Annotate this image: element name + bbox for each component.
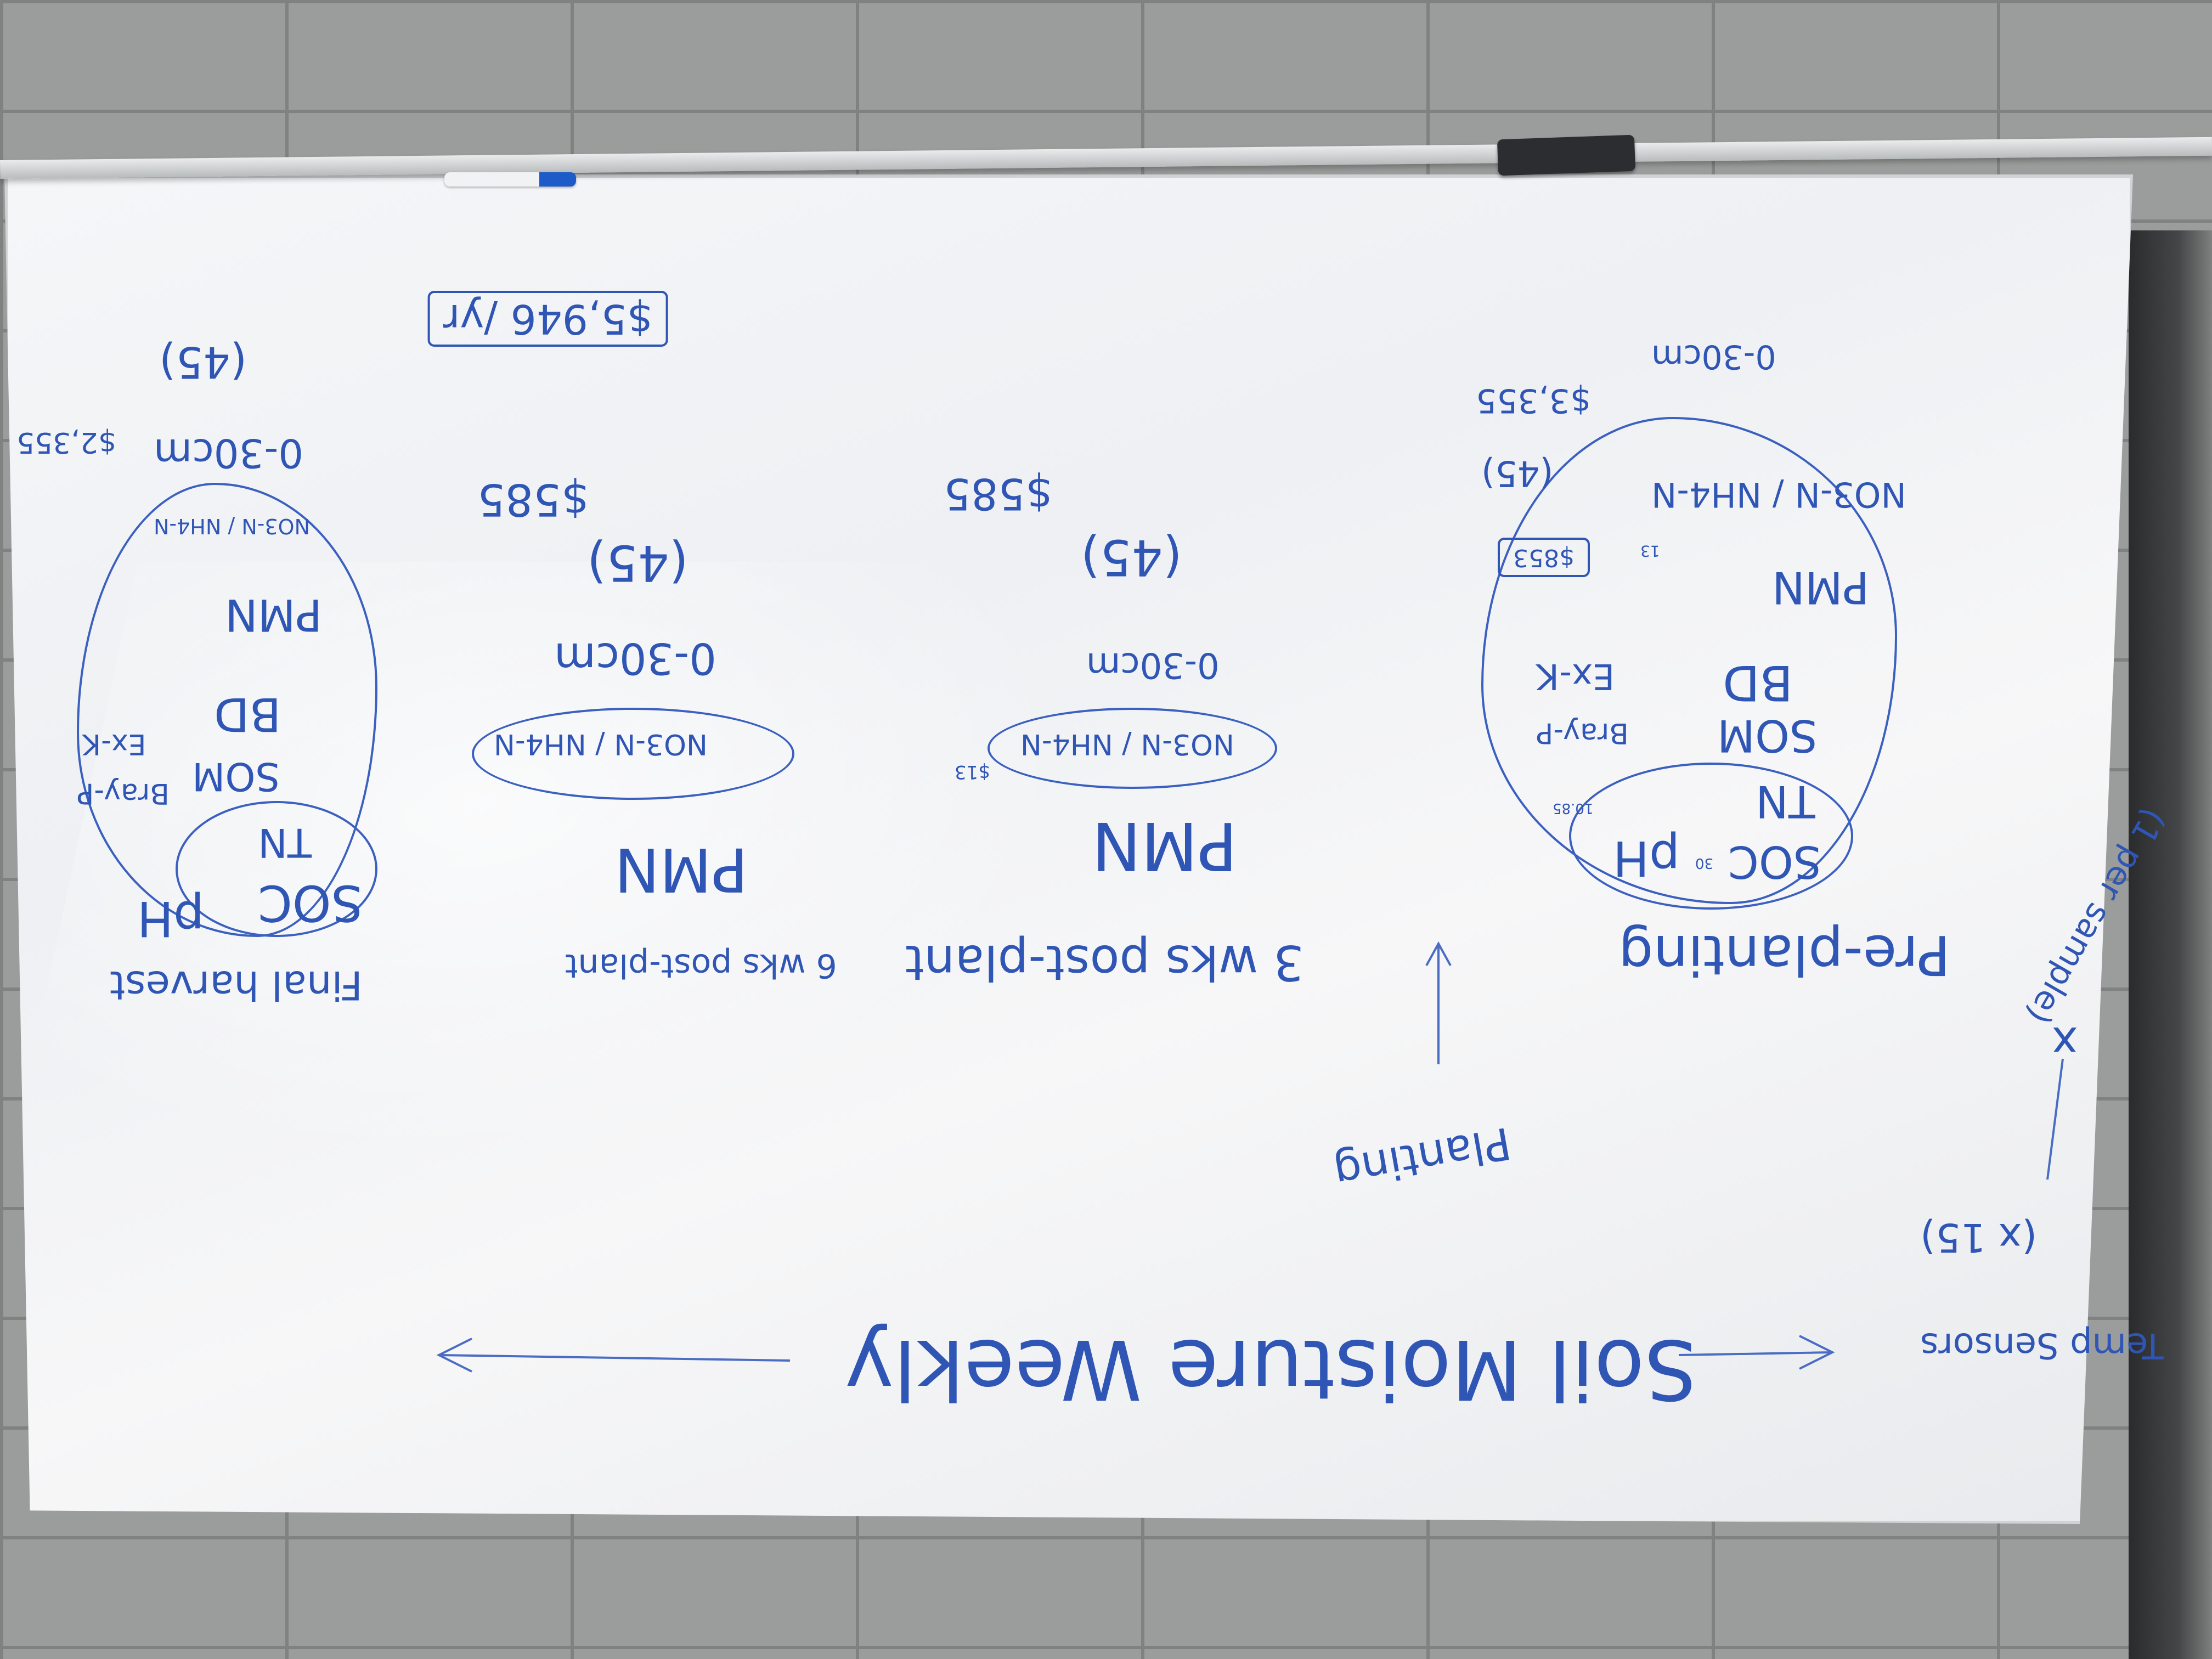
final-ph: pH xyxy=(137,890,205,947)
pre-planting-pmn: PMN xyxy=(1772,562,1870,613)
pre-planting-heading: Pre-planting xyxy=(1618,923,1950,987)
temp-sensor-arrow xyxy=(2046,1058,2064,1180)
final-reps: (45) xyxy=(159,337,247,386)
grand-total-box: $5,946 /yr xyxy=(428,291,668,347)
final-bd: BD xyxy=(214,687,281,741)
pre-planting-price-a: $853 xyxy=(1498,538,1590,577)
temp-sensors-label: Temp Sensors xyxy=(1920,1325,2164,1365)
three-wk-depth: 0-30cm xyxy=(1086,645,1220,685)
pre-planting-note-10-85: 10.85 xyxy=(1553,800,1594,816)
three-wk-price-total: $585 xyxy=(944,469,1053,518)
pre-planting-extraction: NO3-N / NH4-N xyxy=(1651,475,1906,515)
pre-planting-ex-k: Ex-K xyxy=(1536,656,1615,696)
soil-moisture-title: Soil Moisture Weekly xyxy=(845,1321,1697,1417)
pre-planting-tn: TN xyxy=(1756,776,1815,827)
pre-planting-soc: SOC xyxy=(1728,836,1821,887)
final-extraction: NO3-N / NH4-N xyxy=(154,514,310,538)
pre-planting-note-30: 30 xyxy=(1695,855,1714,871)
pre-planting-bray-p: Bray-P xyxy=(1536,716,1629,749)
final-price-total: $2,355 xyxy=(16,426,116,459)
final-soc-oval xyxy=(176,801,377,937)
sensor-count: (x 15) xyxy=(1920,1215,2038,1261)
six-wk-depth: 0-30cm xyxy=(554,633,716,682)
final-ex-k: Ex-K xyxy=(82,727,146,760)
six-wk-extraction-oval xyxy=(472,708,794,800)
pre-planting-price-total: $3,355 xyxy=(1476,381,1591,420)
three-wk-pmn: PMN xyxy=(1092,807,1238,883)
blue-marker xyxy=(444,172,576,187)
final-harvest-heading: Final harvest xyxy=(110,962,363,1008)
planting-arrow xyxy=(1425,941,1452,1064)
final-bray-p: Bray-P xyxy=(77,777,170,810)
pre-planting-som: SOM xyxy=(1717,710,1818,761)
three-wk-extraction-oval xyxy=(988,708,1277,789)
three-wk-reps: (45) xyxy=(1081,528,1182,586)
pre-planting-soc-oval xyxy=(1569,763,1853,910)
final-soc: SOC xyxy=(258,874,363,932)
pre-planting-bd: BD xyxy=(1723,654,1793,711)
board-frame-edge xyxy=(2129,230,2212,1659)
sample-x: x xyxy=(2052,1017,2078,1068)
six-wk-extraction: NO3-N / NH4-N xyxy=(494,727,708,760)
final-pmn: PMN xyxy=(225,589,323,640)
six-wk-reps: (45) xyxy=(587,534,689,591)
pre-planting-depth: 0-30cm xyxy=(1651,337,1776,376)
pre-planting-reps: (45) xyxy=(1481,453,1554,493)
six-wk-heading: 6 wks post-plant xyxy=(565,946,837,985)
three-wk-extraction: NO3-N / NH4-N xyxy=(1020,727,1234,760)
three-wk-heading: 3 wks post-plant xyxy=(905,934,1305,991)
final-tn: TN xyxy=(258,820,312,866)
six-wk-pmn: PMN xyxy=(614,834,748,905)
soil-moisture-arrow-left xyxy=(436,1338,791,1373)
three-wk-note-13: $13 xyxy=(955,761,990,783)
pre-planting-ph: pH xyxy=(1613,830,1680,887)
soil-moisture-arrow-right xyxy=(1678,1335,1835,1370)
six-wk-price-total: $585 xyxy=(477,474,589,525)
final-depth: 0-30cm xyxy=(154,430,304,476)
pre-planting-note-13: 13 xyxy=(1640,542,1660,560)
final-som: SOM xyxy=(192,754,280,799)
